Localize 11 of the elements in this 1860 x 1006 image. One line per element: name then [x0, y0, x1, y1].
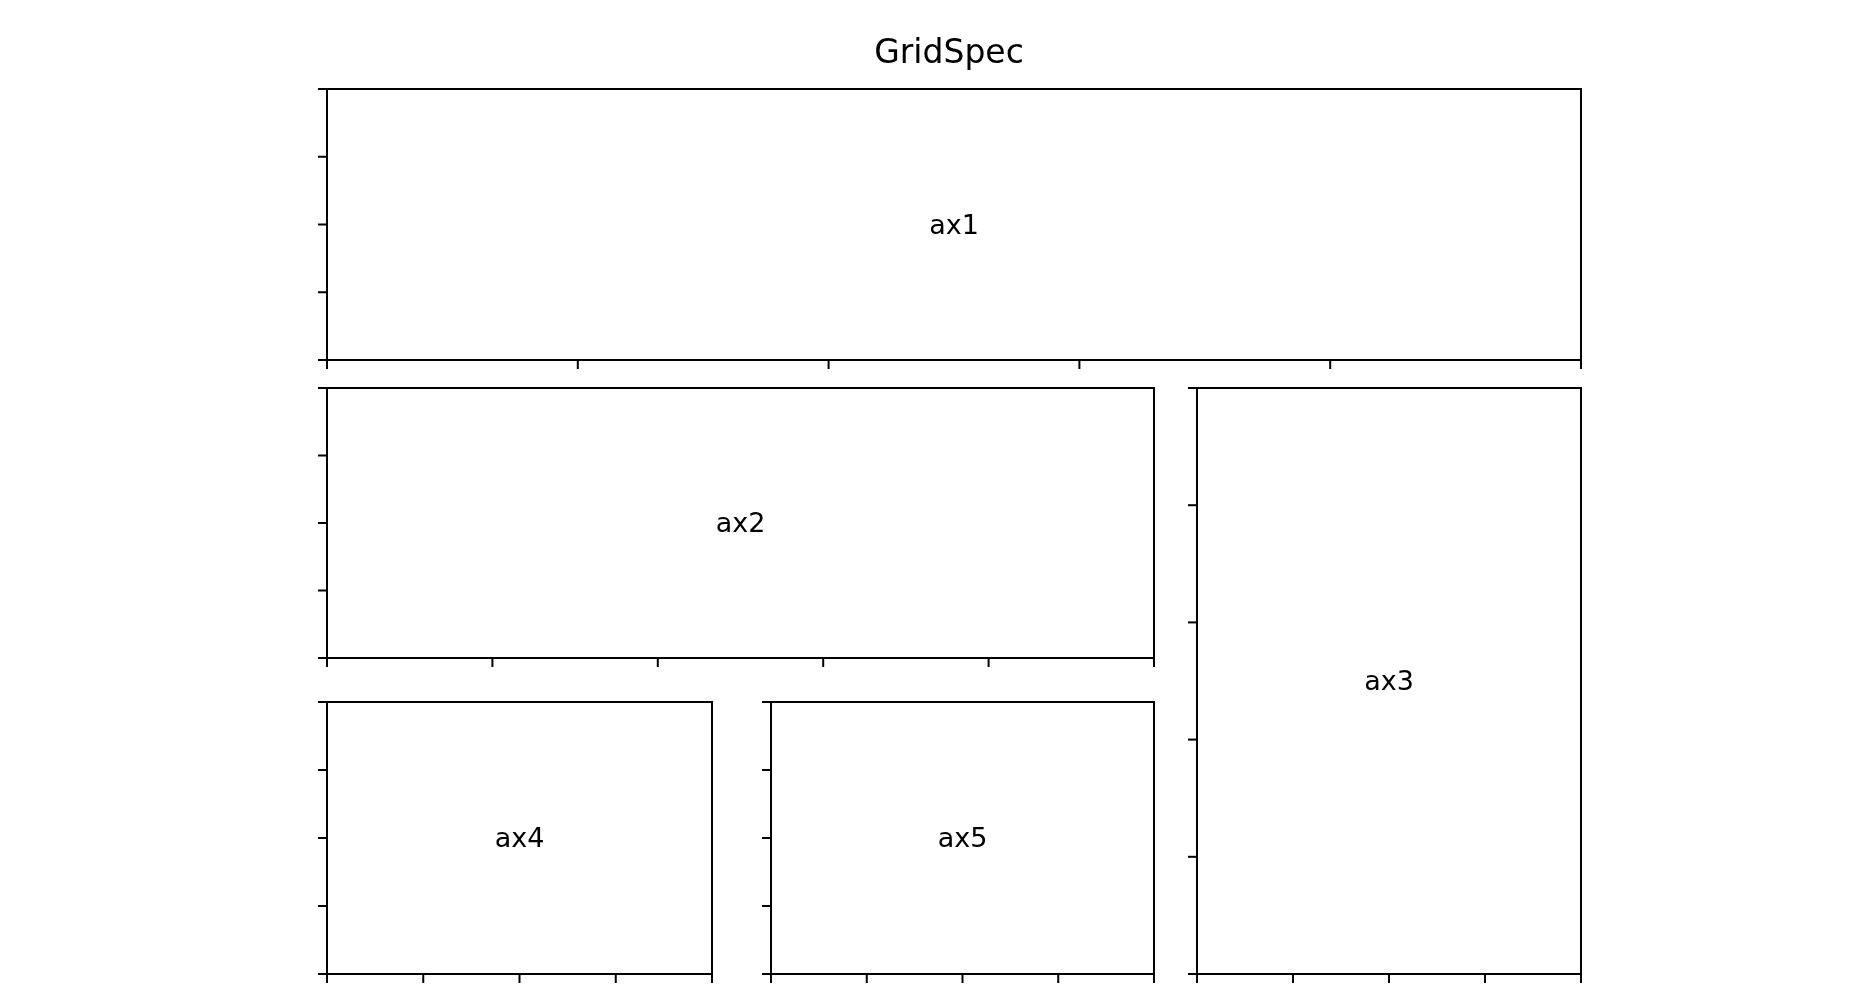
axes-frame	[326, 701, 713, 975]
axes-frame	[1196, 387, 1582, 975]
axes-label: ax1	[929, 208, 979, 241]
axes-label: ax5	[937, 822, 988, 854]
figure-title: GridSpec	[874, 33, 1024, 71]
axes-frame	[326, 88, 1582, 361]
axes-label: ax3	[1364, 665, 1414, 697]
axes-frame	[770, 701, 1155, 975]
axes-frame	[326, 387, 1155, 659]
axes-label: ax4	[494, 822, 545, 854]
axes-label: ax2	[715, 507, 766, 539]
